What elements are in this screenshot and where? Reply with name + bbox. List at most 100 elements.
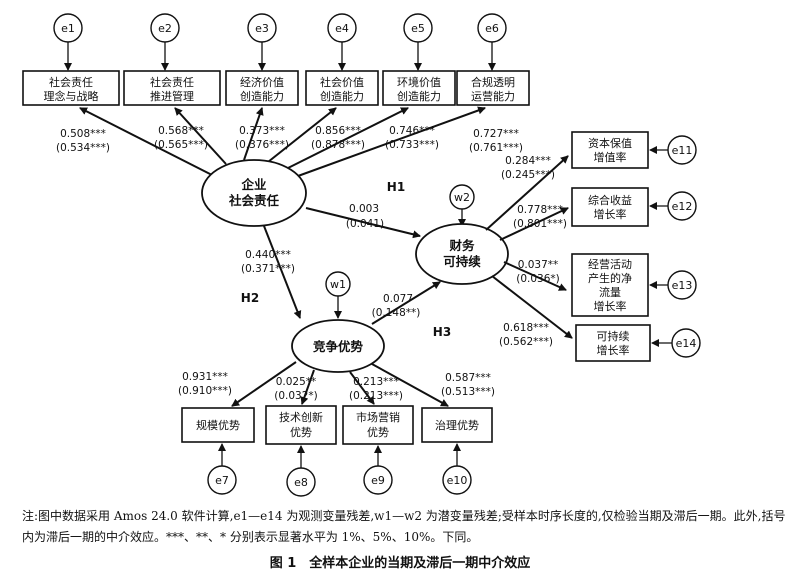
- disturbance-w2-circle: [449, 184, 475, 210]
- error-e10: [442, 465, 472, 495]
- indicator-capital-preservation-line1: 资本保值: [588, 136, 632, 150]
- loading-compliance: 0.727***: [473, 128, 519, 140]
- disturbance-w1-label: w1: [330, 278, 346, 291]
- indicator-scale-line1: 规模优势: [196, 418, 240, 432]
- indicator-csr-strategy-line2: 理念与战略: [44, 89, 99, 103]
- error-e7: [207, 465, 237, 495]
- bottom-error-terms: e7 e8 e9 e10: [207, 443, 472, 497]
- sem-path-diagram: e1 e2 e3 e4 e5 e6 社会责任 理念与战略 社会责任 推进管理 经…: [22, 13, 701, 497]
- loading-scale: 0.931***: [182, 371, 228, 383]
- loading-marketing: 0.213***: [353, 376, 399, 388]
- indicator-box-governance: [421, 407, 493, 443]
- latent-financial: 财务 可持续: [415, 223, 509, 285]
- loading-marketing-lag: (0.213***): [349, 390, 403, 402]
- error-e3: [247, 13, 277, 43]
- loading-governance: 0.587***: [445, 372, 491, 384]
- h2-coefficient-lag: (0.371***): [241, 263, 295, 275]
- loading-environmental-value-lag: (0.733***): [385, 139, 439, 151]
- loading-social-value: 0.856***: [315, 125, 361, 137]
- loading-environmental-value: 0.746***: [389, 125, 435, 137]
- indicator-box-capital-preservation: [571, 131, 649, 169]
- indicator-box-comprehensive-income: [571, 187, 649, 227]
- indicator-operating-cashflow-line3: 流量: [599, 285, 621, 299]
- indicator-box-csr-strategy: [22, 70, 120, 106]
- loading-economic-value: 0.373***: [239, 125, 285, 137]
- error-e4-label: e4: [335, 22, 349, 35]
- h1-label: H1: [387, 180, 405, 194]
- error-e8: [286, 467, 316, 497]
- competitive-loading-paths: [231, 361, 449, 407]
- figure-caption: 图 1 全样本企业的当期及滞后一期中介效应: [269, 556, 531, 571]
- indicator-box-scale: [181, 407, 255, 443]
- loading-social-value-lag: (0.878***): [311, 139, 365, 151]
- h2-coefficient: 0.440***: [245, 249, 291, 261]
- loading-comprehensive-income-lag: (0.801***): [513, 218, 567, 230]
- indicator-box-economic-value: [225, 70, 299, 106]
- indicator-marketing-line2: 优势: [367, 426, 389, 439]
- error-e13: [667, 270, 697, 300]
- latent-ellipse-financial: [415, 223, 509, 285]
- indicator-sustainable-growth-line2: 增长率: [597, 343, 630, 357]
- figure-note: 注:图中数据采用 Amos 24.0 软件计算,e1—e14 为观测变量残差,w…: [22, 509, 786, 544]
- error-e3-label: e3: [255, 22, 269, 35]
- h3-coefficient: 0.077: [383, 293, 413, 305]
- h3-coefficient-lag: (0.148**): [372, 307, 421, 319]
- indicator-operating-cashflow-line2: 产生的净: [588, 271, 632, 285]
- error-e2: [150, 13, 180, 43]
- indicator-marketing-line1: 市场营销: [356, 410, 400, 424]
- right-error-terms: e11 e12 e13 e14: [649, 135, 701, 358]
- indicator-box-environmental-value: [382, 70, 456, 106]
- loading-operating-cashflow: 0.037**: [518, 259, 559, 271]
- indicator-box-marketing: [342, 405, 414, 445]
- csr-loading-values: 0.508*** (0.534***) 0.568*** (0.565***) …: [56, 125, 523, 154]
- latent-csr: 企业 社会责任: [201, 159, 307, 227]
- indicator-capital-preservation-line2: 增值率: [594, 150, 627, 164]
- error-e5-label: e5: [411, 22, 425, 35]
- indicator-tech-innovation-line1: 技术创新: [279, 410, 323, 424]
- indicator-comprehensive-income-line1: 综合收益: [588, 193, 632, 207]
- loading-capital-preservation: 0.284***: [505, 155, 551, 167]
- indicator-compliance-line1: 合规透明: [471, 75, 515, 89]
- loading-comprehensive-income: 0.778***: [517, 204, 563, 216]
- error-e6: [477, 13, 507, 43]
- loading-csr-strategy: 0.508***: [60, 128, 106, 140]
- latent-csr-line2: 社会责任: [228, 193, 280, 208]
- disturbance-w1-circle: [325, 271, 351, 297]
- indicator-csr-management-line2: 推进管理: [150, 89, 194, 103]
- indicator-tech-innovation-line2: 优势: [290, 426, 312, 439]
- h3-label: H3: [433, 325, 451, 339]
- error-e7-label: e7: [215, 474, 229, 487]
- financial-loading-values: 0.284*** (0.245***) 0.778*** (0.801***) …: [499, 155, 567, 348]
- error-e2-label: e2: [158, 22, 172, 35]
- loading-capital-preservation-lag: (0.245***): [501, 169, 555, 181]
- loading-scale-lag: (0.910***): [178, 385, 232, 397]
- indicator-environmental-value-line1: 环境价值: [397, 75, 441, 89]
- latent-competitive-label: 竞争优势: [313, 339, 364, 354]
- error-e8-label: e8: [294, 476, 308, 489]
- indicator-governance-line1: 治理优势: [435, 418, 479, 432]
- indicator-box-compliance: [456, 70, 530, 106]
- error-e13-label: e13: [672, 279, 693, 292]
- error-e10-label: e10: [447, 474, 468, 487]
- loading-csr-management-lag: (0.565***): [154, 139, 208, 151]
- h1-coefficient-lag: (0.041): [346, 218, 384, 230]
- indicator-csr-management-line1: 社会责任: [150, 75, 194, 89]
- error-e6-label: e6: [485, 22, 499, 35]
- indicator-comprehensive-income-line2: 增长率: [594, 207, 627, 221]
- indicator-compliance-line2: 运营能力: [471, 89, 515, 103]
- error-e4: [327, 13, 357, 43]
- error-e9-label: e9: [371, 474, 385, 487]
- indicator-box-operating-cashflow: [571, 253, 649, 317]
- loading-governance-lag: (0.513***): [441, 386, 495, 398]
- loading-csr-strategy-lag: (0.534***): [56, 142, 110, 154]
- loading-compliance-lag: (0.761***): [469, 142, 523, 154]
- indicator-box-social-value: [305, 70, 379, 106]
- disturbance-w2-label: w2: [454, 191, 470, 204]
- error-e1-label: e1: [61, 22, 75, 35]
- indicator-social-value-line1: 社会价值: [320, 75, 364, 89]
- error-e11-label: e11: [672, 144, 693, 157]
- loading-tech-innovation-lag: (0.032*): [274, 390, 318, 402]
- indicator-box-sustainable-growth: [575, 324, 651, 362]
- top-error-terms: e1 e2 e3 e4 e5 e6: [53, 13, 507, 71]
- competitive-indicator-boxes: 规模优势 技术创新 优势 市场营销 优势 治理优势: [181, 405, 493, 445]
